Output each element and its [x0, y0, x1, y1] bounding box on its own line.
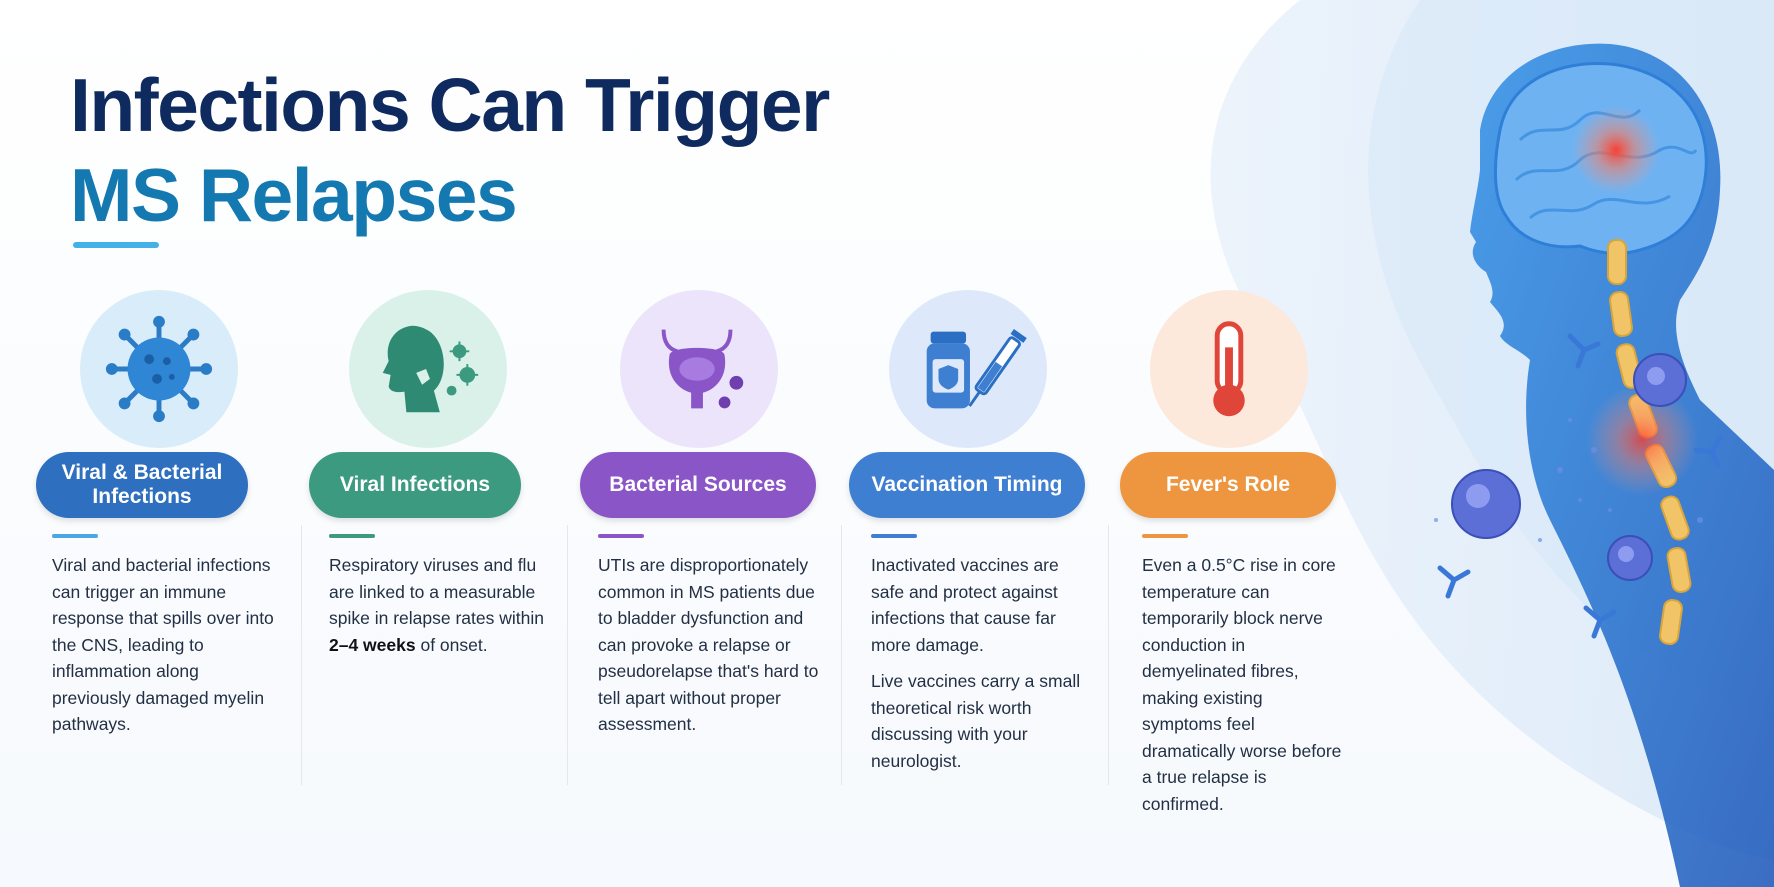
card-dash	[598, 534, 644, 538]
vaccine-vial-syringe-icon	[889, 290, 1047, 448]
column-divider	[841, 525, 842, 785]
column-divider	[301, 525, 302, 785]
card-text: Viral and bacterial infections can trigg…	[52, 555, 274, 734]
card-bacterial: Bacterial Sources UTIs are disproportion…	[574, 0, 824, 887]
title-line-2: MS Relapses	[70, 153, 518, 237]
card-vaccination: Vaccination Timing Inactivated vaccines …	[847, 0, 1097, 887]
card-fever: Fever's Role Even a 0.5°C rise in core t…	[1114, 0, 1364, 887]
card-text: Inactivated vaccines are safe and protec…	[871, 555, 1081, 771]
card-viral: Viral Infections Respiratory viruses and…	[307, 0, 557, 887]
card-text: Respiratory viruses and flu are linked t…	[329, 555, 544, 655]
card-viral-bacterial: Viral & Bacterial Infections Viral and b…	[36, 0, 290, 887]
card-dash	[329, 534, 375, 538]
pill-label: Viral & Bacterial Infections	[36, 452, 248, 518]
virus-icon	[80, 290, 238, 448]
page-title: Infections Can Trigger MS Relapses	[70, 60, 830, 240]
respiratory-person-icon	[349, 290, 507, 448]
title-underline	[73, 242, 159, 248]
card-dash	[52, 534, 98, 538]
pill-label: Vaccination Timing	[849, 452, 1085, 518]
column-divider	[567, 525, 568, 785]
head-brain-spine-icon	[1434, 43, 1774, 887]
pill-label: Viral Infections	[309, 452, 521, 518]
title-line-1: Infections Can Trigger	[70, 63, 830, 147]
pill-label: Fever's Role	[1120, 452, 1336, 518]
card-dash	[871, 534, 917, 538]
pill-label: Bacterial Sources	[580, 452, 816, 518]
card-text: Even a 0.5°C rise in core temperature ca…	[1142, 555, 1342, 814]
bladder-icon	[620, 290, 778, 448]
card-text: UTIs are disproportionately common in MS…	[598, 555, 819, 734]
card-dash	[1142, 534, 1188, 538]
thermometer-icon	[1150, 290, 1308, 448]
column-divider	[1108, 525, 1109, 785]
